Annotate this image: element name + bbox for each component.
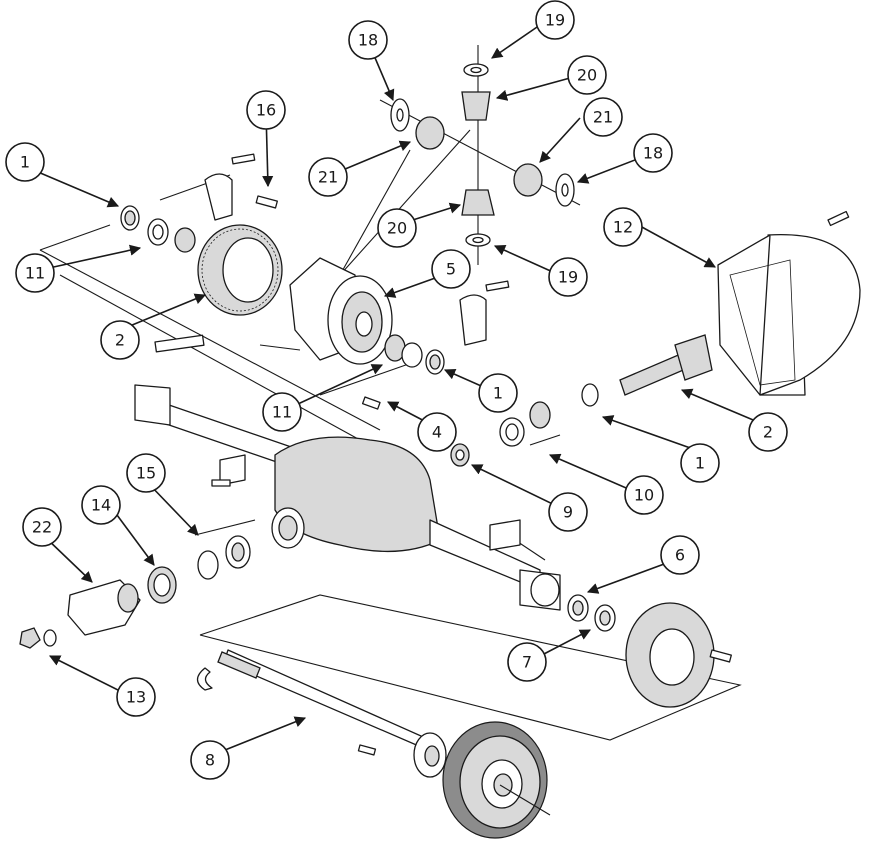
cross-shaft: [154, 334, 205, 353]
backing-plate-bolt: [709, 649, 732, 663]
pinion-shim: [581, 383, 599, 407]
callout-15: 15: [126, 453, 166, 493]
axle-shaft: [196, 649, 447, 778]
carrier-bearing-right: [401, 342, 423, 368]
callout-9: 9: [548, 492, 588, 532]
callout-16: 16: [246, 90, 286, 130]
svg-text:5: 5: [446, 260, 456, 279]
svg-text:1: 1: [20, 153, 30, 172]
housing-flange-left: [134, 384, 171, 426]
svg-text:9: 9: [563, 503, 573, 522]
svg-text:12: 12: [613, 218, 633, 237]
bearing-cone-left: [174, 227, 196, 253]
side-gear-upper: [461, 91, 491, 121]
yoke-nut: [19, 627, 41, 649]
side-gear-lower: [461, 189, 495, 216]
svg-text:1: 1: [695, 454, 705, 473]
svg-text:15: 15: [136, 464, 156, 483]
spring-perch-left: [219, 454, 246, 486]
ring-gear-bolt-16: [255, 195, 278, 209]
svg-text:2: 2: [115, 331, 125, 350]
pinion-flange-group: [19, 535, 251, 649]
cover-bolt: [827, 210, 850, 227]
callout-10: 10: [624, 475, 664, 515]
callout-1-pinion-shim: 1: [680, 443, 720, 483]
callout-2-pinion: 2: [748, 412, 788, 452]
svg-text:10: 10: [634, 486, 654, 505]
svg-text:18: 18: [643, 144, 663, 163]
left-bearings: [120, 153, 256, 253]
svg-text:14: 14: [91, 496, 111, 515]
callout-1-left-race: 1: [5, 142, 45, 182]
brake-drum: [442, 721, 551, 839]
callout-1-right-race: 1: [478, 373, 518, 413]
callout-22: 22: [22, 507, 62, 547]
svg-text:2: 2: [763, 423, 773, 442]
callout-8: 8: [190, 740, 230, 780]
svg-text:4: 4: [432, 423, 442, 442]
callout-7: 7: [507, 642, 547, 682]
axle-housing: [134, 384, 561, 611]
callout-20-top: 20: [567, 55, 607, 95]
callout-6: 6: [660, 535, 700, 575]
cap-bolt-left: [231, 153, 256, 165]
yoke-washer: [43, 629, 57, 647]
callout-11-right: 11: [262, 392, 302, 432]
svg-text:21: 21: [318, 168, 338, 187]
callout-19-bottom: 19: [548, 257, 588, 297]
svg-text:6: 6: [675, 546, 685, 565]
callout-4: 4: [417, 412, 457, 452]
axle-splines: [217, 651, 261, 679]
vent-bolt: [211, 479, 231, 487]
svg-text:20: 20: [577, 66, 597, 85]
svg-text:1: 1: [493, 384, 503, 403]
callout-21-left: 21: [308, 157, 348, 197]
svg-text:7: 7: [522, 653, 532, 672]
housing-center: [274, 436, 441, 553]
svg-text:19: 19: [558, 268, 578, 287]
ring-gear: [197, 195, 283, 316]
axle-bearing-group: [567, 594, 732, 708]
callout-13: 13: [116, 677, 156, 717]
svg-text:11: 11: [25, 264, 45, 283]
pinion-bearing-inner: [529, 401, 551, 429]
svg-text:16: 16: [256, 101, 276, 120]
callout-18-right: 18: [633, 133, 673, 173]
svg-text:13: 13: [126, 688, 146, 707]
bearing-cap-left: [204, 173, 233, 221]
svg-text:8: 8: [205, 751, 215, 770]
pinion-bearing-cone: [197, 550, 219, 580]
pinion-head: [674, 334, 713, 381]
callout-21-right: 21: [583, 97, 623, 137]
svg-text:19: 19: [545, 11, 565, 30]
differential-case: [154, 257, 393, 365]
spring-perch-right: [489, 519, 521, 551]
rear-cover: [717, 210, 861, 396]
drive-pinion: [450, 334, 713, 467]
svg-text:20: 20: [387, 219, 407, 238]
wheel-stud: [357, 744, 377, 756]
callout-14: 14: [81, 485, 121, 525]
callout-19-top: 19: [535, 0, 575, 40]
svg-text:22: 22: [32, 518, 52, 537]
pinion-gear-left: [415, 116, 445, 150]
callout-20-bottom: 20: [377, 208, 417, 248]
callout-12: 12: [603, 207, 643, 247]
svg-text:11: 11: [272, 403, 292, 422]
callout-11-left: 11: [15, 253, 55, 293]
svg-text:18: 18: [358, 31, 378, 50]
right-bearings: [384, 280, 510, 375]
fill-plug: [361, 396, 381, 410]
cap-bolt-right: [485, 280, 510, 292]
callout-2-ring-gear: 2: [100, 320, 140, 360]
callout-5: 5: [431, 249, 471, 289]
callout-18-left: 18: [348, 20, 388, 60]
bearing-cap-right: [459, 294, 487, 346]
svg-text:21: 21: [593, 108, 613, 127]
c-clip: [196, 667, 213, 691]
spider-gears-cluster: [379, 45, 581, 265]
pinion-gear-right: [513, 163, 543, 197]
